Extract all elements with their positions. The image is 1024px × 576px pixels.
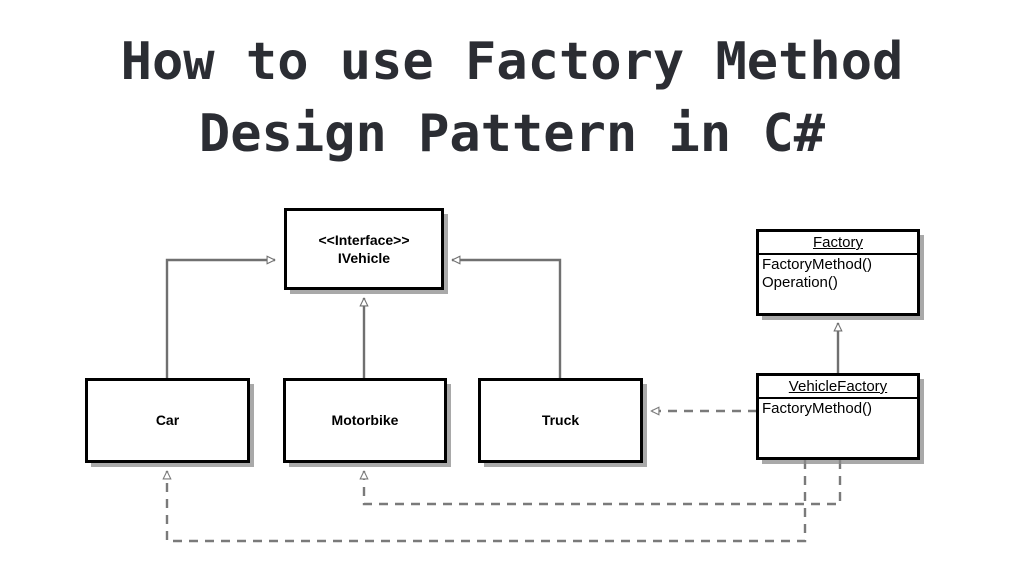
factory-members: FactoryMethod() Operation()	[759, 255, 917, 292]
factory-member-0: FactoryMethod()	[762, 256, 873, 273]
vehiclefactory-member-0: FactoryMethod()	[762, 400, 873, 417]
uml-node-factory[interactable]: Factory FactoryMethod() Operation()	[756, 229, 920, 316]
page-title-line-2: Design Pattern in C#	[198, 104, 826, 164]
uml-node-vehiclefactory[interactable]: VehicleFactory FactoryMethod()	[756, 373, 920, 460]
car-name: Car	[155, 412, 180, 428]
uml-node-motorbike[interactable]: Motorbike	[283, 378, 447, 463]
vehiclefactory-name: VehicleFactory	[788, 378, 888, 395]
uml-node-truck[interactable]: Truck	[478, 378, 643, 463]
edge-car-to-ivehicle	[165, 260, 275, 378]
edge-vehiclefactory-to-motorbike	[364, 460, 842, 506]
factory-header: Factory	[759, 232, 917, 255]
ivehicle-name: IVehicle	[337, 250, 391, 266]
edge-vehiclefactory-to-car	[167, 460, 807, 543]
motorbike-name: Motorbike	[331, 412, 399, 428]
factory-name: Factory	[812, 234, 863, 251]
vehiclefactory-members: FactoryMethod()	[759, 399, 917, 418]
edge-truck-to-ivehicle	[452, 260, 562, 378]
ivehicle-labels: <<Interface>> IVehicle	[318, 231, 409, 267]
ivehicle-stereotype: <<Interface>>	[318, 232, 410, 248]
uml-node-car[interactable]: Car	[85, 378, 250, 463]
page-title-line-1: How to use Factory Method	[120, 32, 904, 92]
vehiclefactory-header: VehicleFactory	[759, 376, 917, 399]
factory-member-1: Operation()	[762, 274, 838, 291]
uml-node-ivehicle[interactable]: <<Interface>> IVehicle	[284, 208, 444, 290]
truck-name: Truck	[541, 412, 580, 428]
page-title: How to use Factory Method Design Pattern…	[0, 26, 1024, 170]
